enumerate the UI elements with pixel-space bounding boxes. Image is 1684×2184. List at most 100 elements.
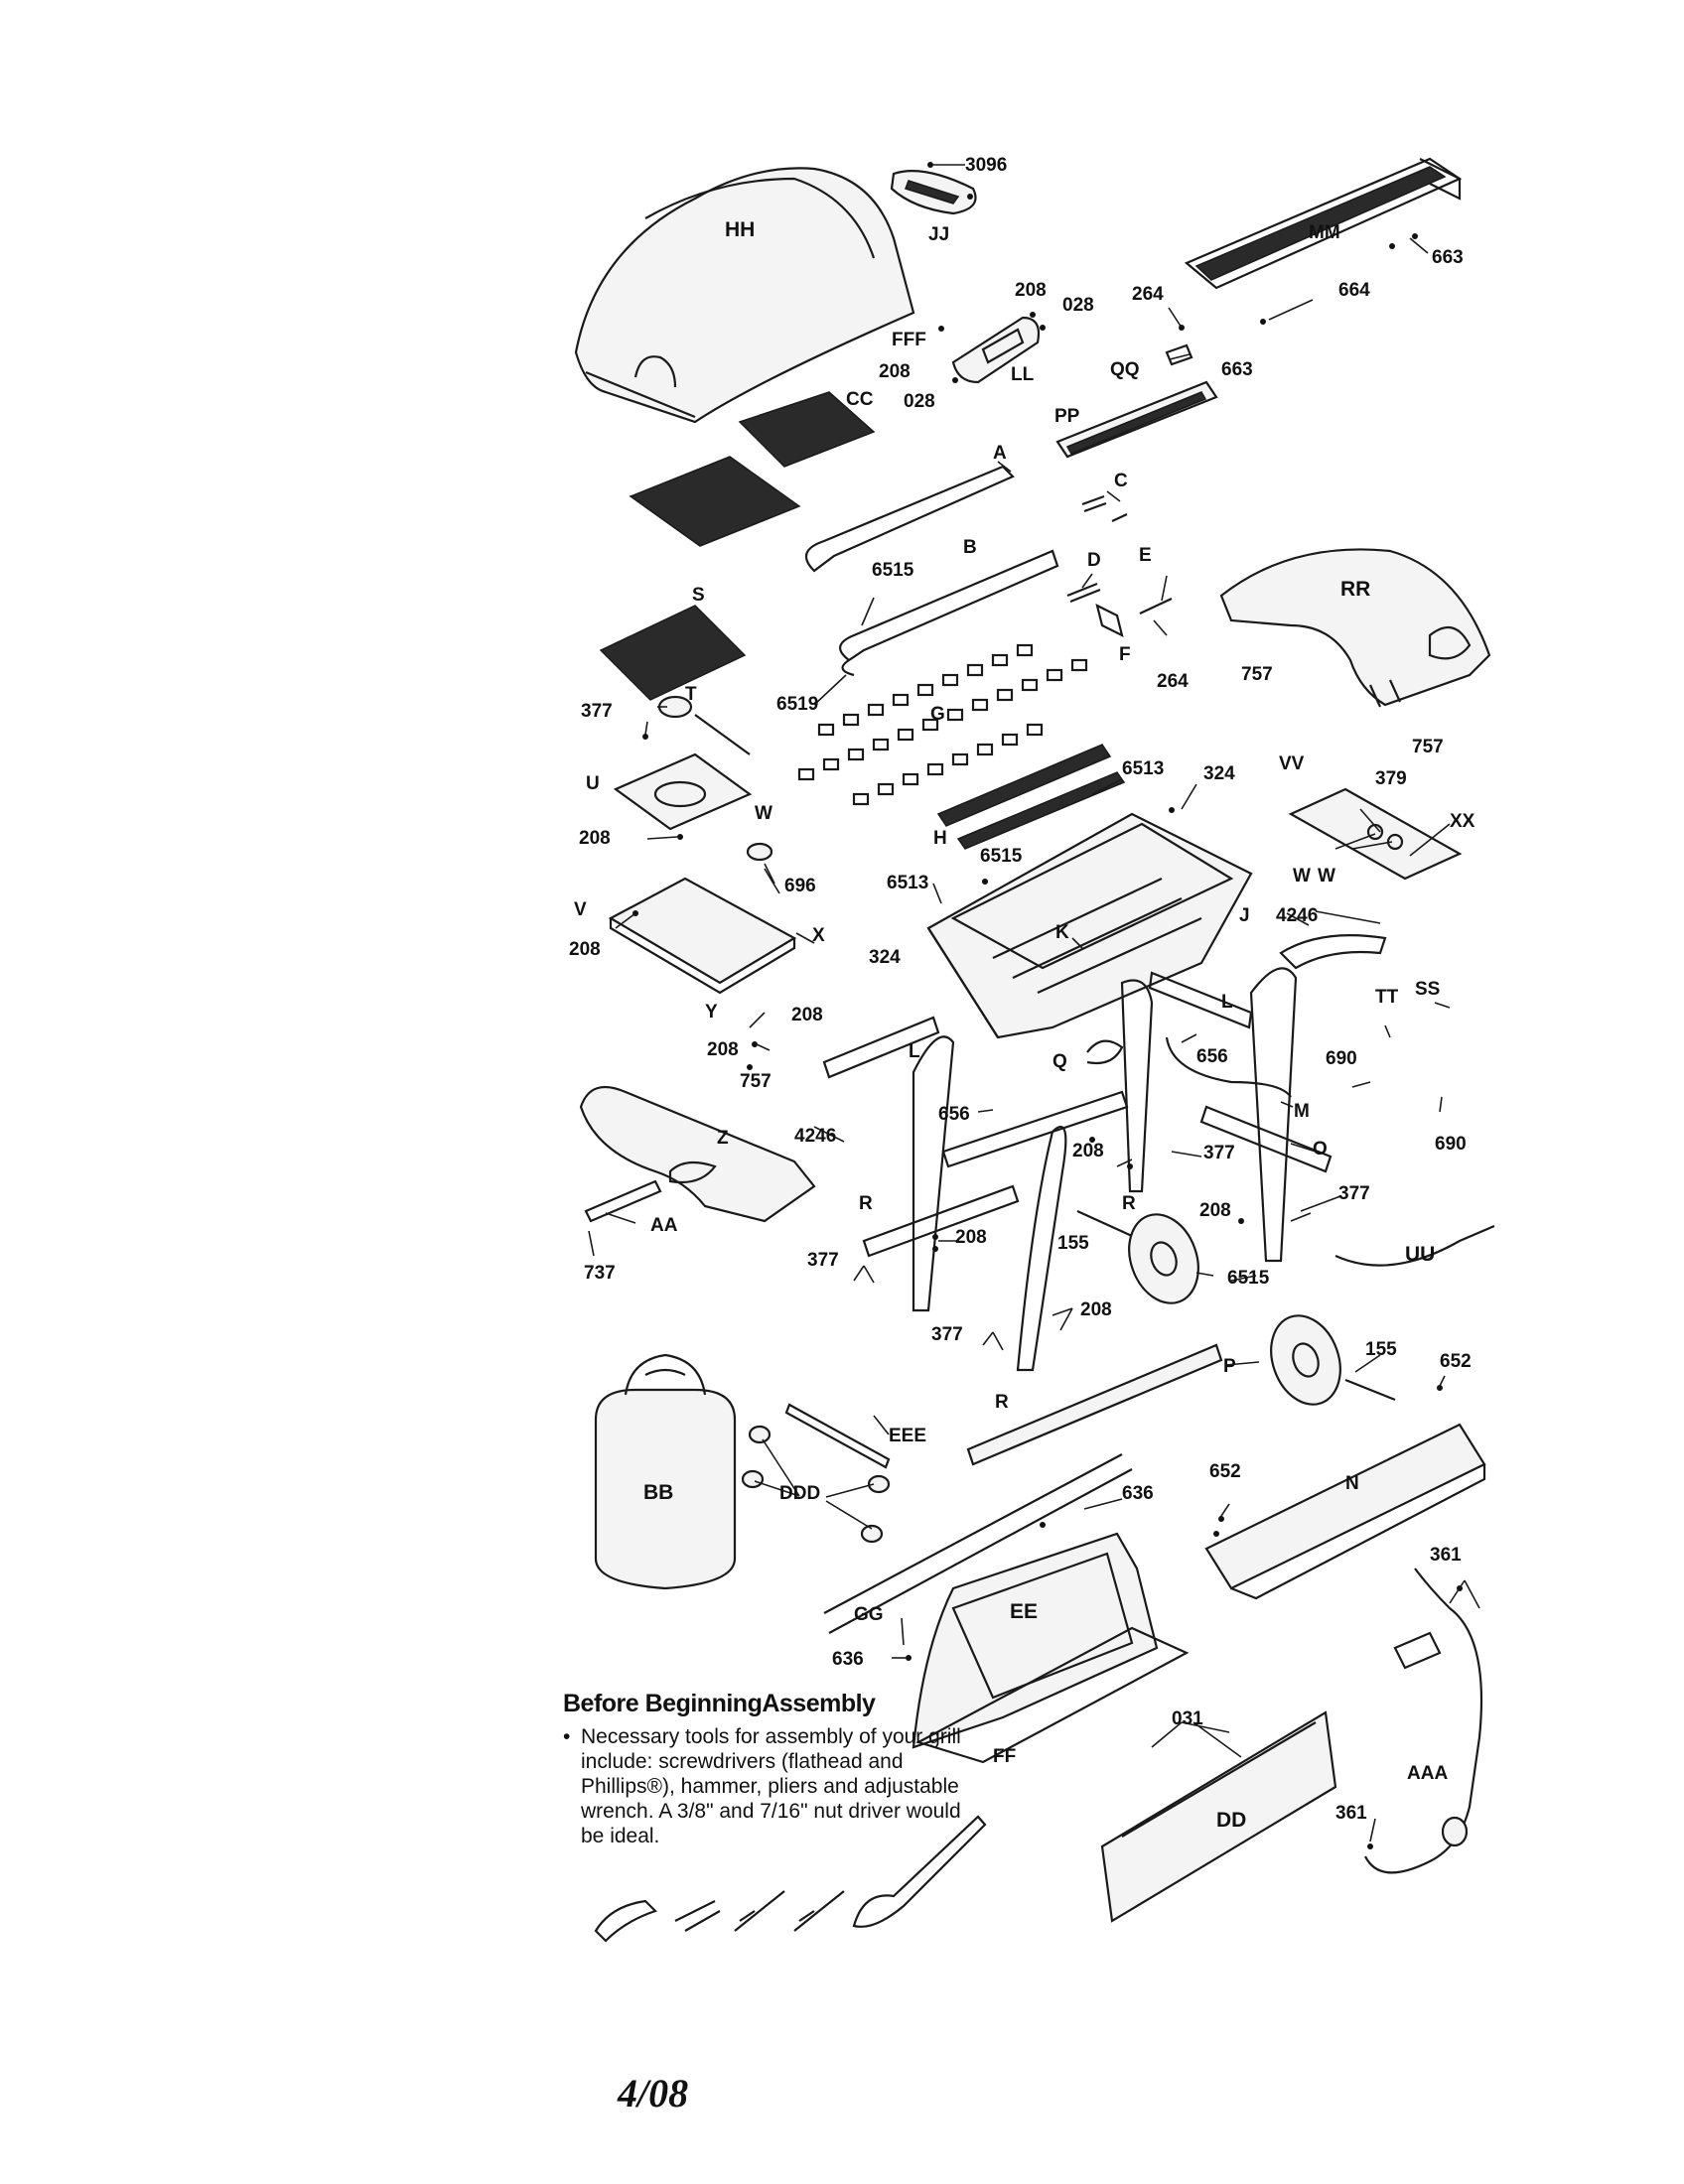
burner-a: [804, 465, 1015, 573]
label-6515-c: 6515: [1227, 1268, 1270, 1289]
label-656-a: 656: [1196, 1046, 1228, 1067]
label-208-c: 208: [579, 828, 611, 849]
label-e: E: [1139, 545, 1152, 566]
warming-rack-mm: [1184, 157, 1463, 290]
bracket-f: [1095, 603, 1124, 638]
firebox-j: [926, 812, 1253, 1039]
label-fff: FFF: [892, 330, 926, 350]
label-028-b: 028: [904, 391, 935, 412]
label-eee: EEE: [889, 1426, 926, 1446]
cart-leg-l-right: [1120, 934, 1387, 1263]
screwdriver-phillips-icon: [793, 1890, 845, 1932]
label-j: J: [1239, 905, 1250, 926]
rod-eee: [784, 1403, 891, 1469]
knob-w: [746, 842, 773, 862]
wrench-icon: [674, 1900, 721, 1932]
label-x: X: [812, 925, 825, 946]
label-aaa: AAA: [1407, 1763, 1448, 1784]
propane-tank-bb: [594, 1353, 737, 1590]
label-690-b: 690: [1435, 1134, 1467, 1155]
label-377-e: 377: [931, 1324, 963, 1345]
label-636-a: 636: [1122, 1483, 1154, 1504]
label-aa: AA: [650, 1215, 678, 1236]
part-labels: HH JJ 3096 MM 663 664 663 208 028 264 FF…: [569, 155, 1475, 1832]
label-379: 379: [1375, 768, 1407, 789]
bottom-shelf-n: [1204, 1423, 1486, 1600]
pin-e: [1139, 598, 1173, 614]
screwdriver-flathead-icon: [734, 1890, 785, 1932]
label-xx: XX: [1450, 811, 1475, 832]
notes-body: • Necessary tools for assembly of your g…: [563, 1724, 978, 1848]
label-208-a: 208: [1015, 280, 1047, 301]
label-k: K: [1055, 922, 1069, 943]
label-377-b: 377: [1203, 1143, 1235, 1163]
label-ff: FF: [993, 1746, 1016, 1767]
rail-r-bottom: [966, 1343, 1223, 1466]
label-r-wheel: R: [1122, 1193, 1136, 1214]
side-shelf-z: [579, 1085, 816, 1223]
label-324-b: 324: [869, 947, 901, 968]
label-pp: PP: [1054, 406, 1080, 427]
label-757-c: 757: [740, 1071, 772, 1092]
label-ddd: DDD: [779, 1483, 820, 1504]
label-361-a: 361: [1430, 1545, 1462, 1566]
label-208-b: 208: [879, 361, 911, 382]
label-324-a: 324: [1203, 763, 1235, 784]
label-155-b: 155: [1365, 1339, 1397, 1360]
hose-m: [1165, 1036, 1292, 1098]
label-208-h: 208: [955, 1227, 987, 1248]
label-b: B: [963, 537, 977, 558]
label-656-b: 656: [938, 1104, 970, 1125]
label-bb: BB: [643, 1481, 673, 1504]
cross-rail-l: [941, 971, 1253, 1168]
label-h: H: [933, 828, 947, 849]
label-jj: JJ: [928, 224, 949, 245]
side-burner-pan-u: [613, 752, 753, 831]
spring-c: [1081, 494, 1128, 522]
label-n: N: [1345, 1473, 1359, 1494]
label-377-d: 377: [807, 1250, 839, 1271]
basket-ee: [912, 1532, 1159, 1749]
basket-frame-ff: [915, 1626, 1190, 1764]
front-panel-dd: [1100, 1710, 1337, 1923]
label-y: Y: [705, 1002, 718, 1023]
label-z: Z: [717, 1128, 729, 1149]
label-696: 696: [784, 876, 816, 896]
label-377-a: 377: [581, 701, 613, 722]
label-757-a: 757: [1241, 664, 1273, 685]
tools-illustration: [594, 1815, 987, 1943]
lid-hh: [574, 167, 915, 424]
label-208-g: 208: [1072, 1141, 1104, 1161]
label-s: S: [692, 585, 705, 606]
label-o: O: [1313, 1139, 1328, 1160]
regulator-aaa: [1364, 1568, 1483, 1874]
hammer-icon: [852, 1815, 987, 1928]
label-l-right: L: [1221, 992, 1233, 1013]
label-757-b: 757: [1412, 737, 1444, 757]
label-dd: DD: [1216, 1809, 1246, 1832]
label-ll: LL: [1011, 364, 1035, 385]
side-shelf-rr: [1219, 548, 1491, 708]
wire-uu: [1334, 1224, 1495, 1267]
label-264-b: 264: [1157, 671, 1189, 692]
rail-o: [1199, 1105, 1333, 1173]
notes-title: Before BeginningAssembly: [563, 1690, 876, 1717]
label-vv: VV: [1279, 753, 1305, 774]
label-p: P: [1223, 1356, 1236, 1377]
cart-leg-l-left: [822, 1016, 1067, 1372]
label-208-i: 208: [1199, 1200, 1231, 1221]
label-3096: 3096: [965, 155, 1007, 176]
label-r-bottom: R: [995, 1392, 1009, 1413]
label-208-d: 208: [569, 939, 601, 960]
label-737: 737: [584, 1263, 616, 1284]
label-652-b: 652: [1209, 1461, 1241, 1482]
label-ss: SS: [1415, 979, 1440, 1000]
label-4246-a: 4246: [1276, 905, 1318, 926]
page-date: 4/08: [618, 2071, 689, 2116]
label-6519: 6519: [776, 694, 818, 715]
heat-plate-pp: [1055, 380, 1218, 459]
rail-r-left: [862, 1184, 1020, 1258]
fastener-dots: [632, 162, 1463, 1849]
label-q: Q: [1052, 1051, 1067, 1072]
label-g: G: [930, 704, 945, 725]
